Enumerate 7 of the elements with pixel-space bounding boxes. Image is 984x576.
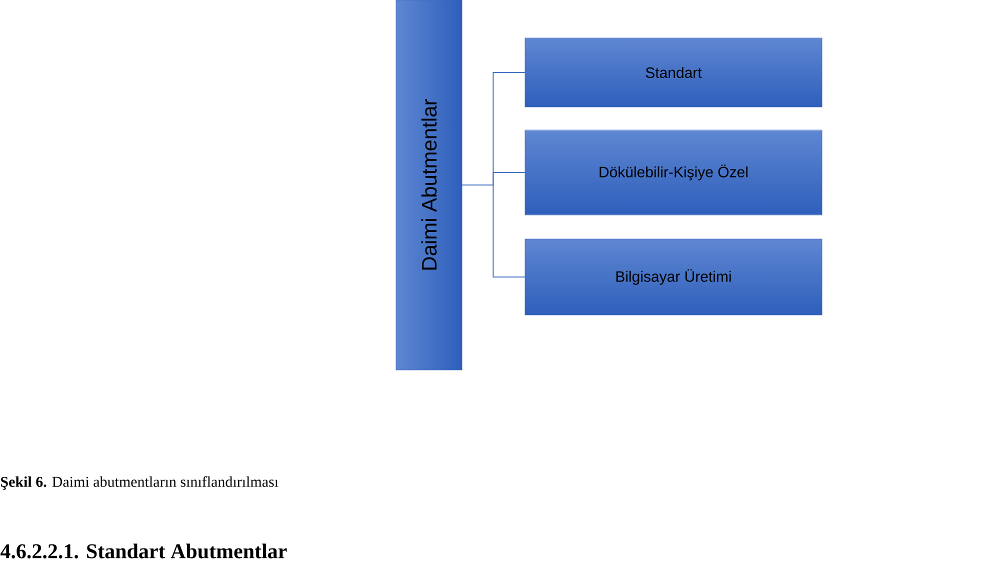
- figure-caption: Şekil 6. Daimi abutmentların sınıflandırılması: [1, 476, 278, 490]
- process-box: Bilgisayar Üretimi: [524, 238, 822, 316]
- process-box: Standart: [524, 38, 822, 108]
- connector-line: [462, 184, 526, 278]
- section-heading: 4.6.2.2.1. Standart Abutmentlar: [0, 544, 287, 558]
- process-box: Dökülebilir-Kişiye Özel: [524, 130, 822, 216]
- category-box: Daimi Abutmentlar: [396, 0, 462, 370]
